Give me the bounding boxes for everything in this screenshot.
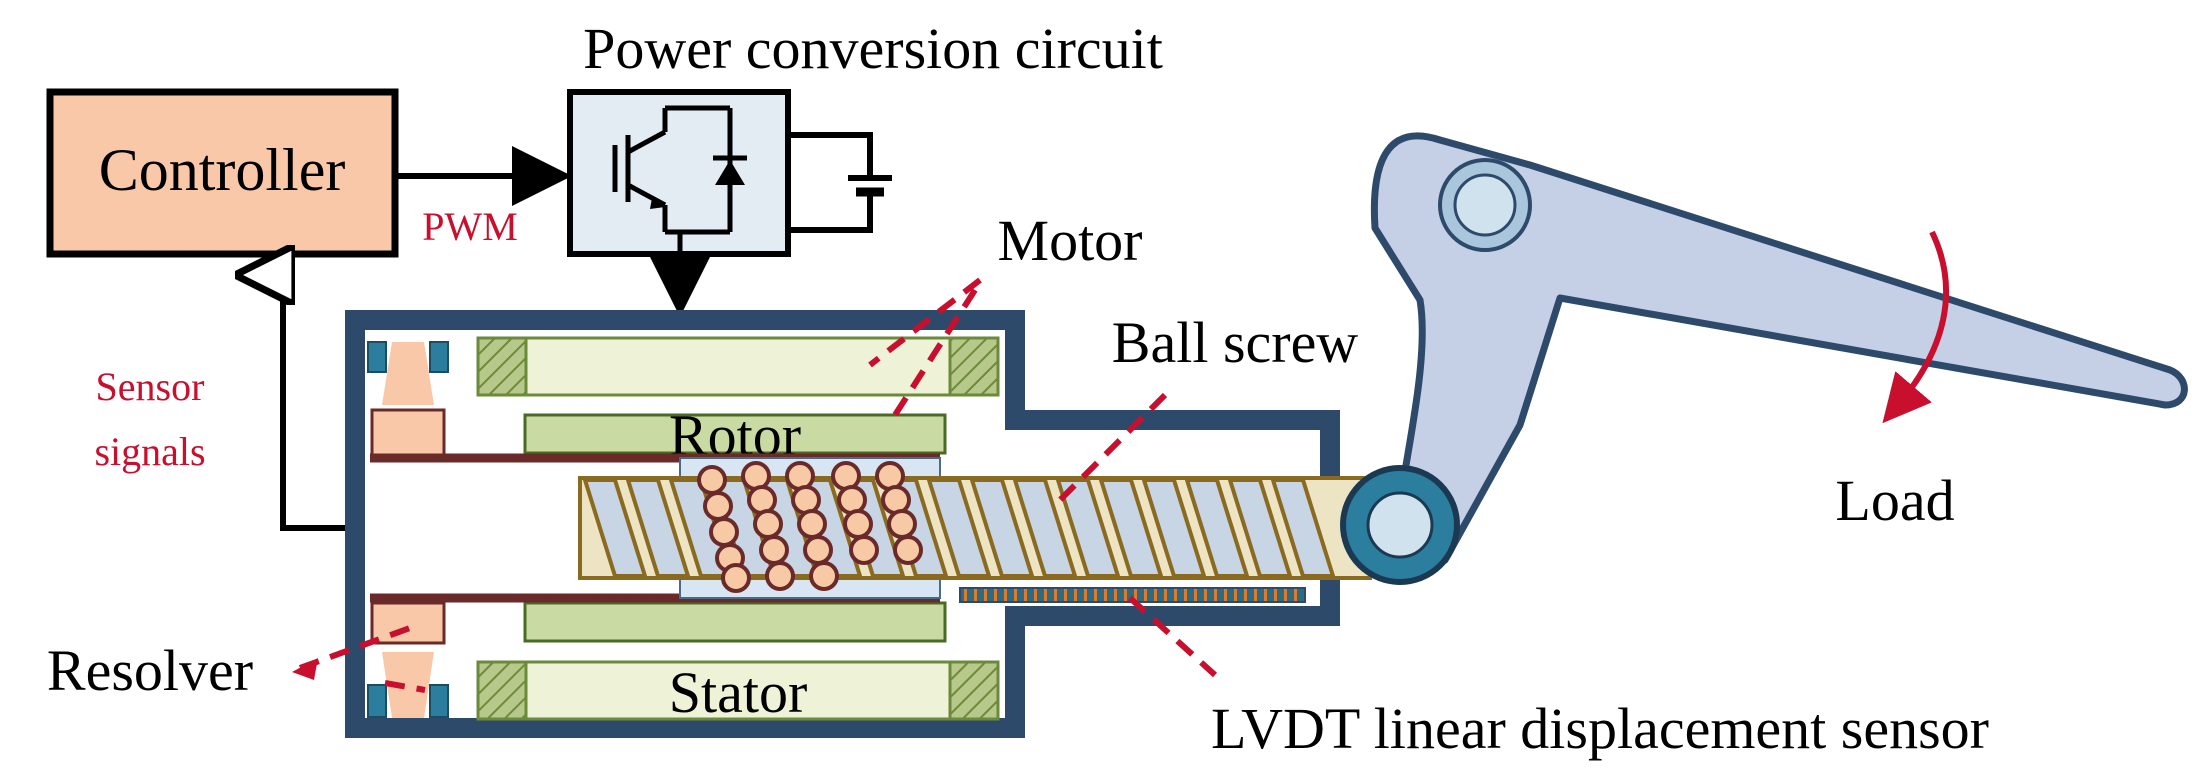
stator-upper — [476, 336, 1000, 397]
stator-lower-hatch-right — [948, 660, 1000, 721]
stator-upper-hatch-right — [948, 336, 1000, 397]
resolver-upper-block — [370, 408, 446, 457]
load-lever — [1370, 132, 2188, 564]
resolver-lower-block — [370, 601, 446, 645]
ball-screw-label: Ball screw — [1112, 310, 1359, 375]
igbt-emitter-arrow-icon — [650, 198, 665, 209]
rotation-arrow-icon — [1882, 230, 1950, 424]
resolver-arrow-icon — [292, 658, 318, 680]
resolver-coil-lr — [429, 684, 449, 718]
rotor-lower — [523, 601, 947, 643]
resolver-label: Resolver — [47, 638, 253, 703]
igbt-switch-icon — [612, 105, 733, 258]
load-label: Load — [1835, 468, 1954, 533]
ball-screw — [578, 476, 1372, 580]
sensor-signals-label-2: signals — [94, 429, 205, 474]
resolver-coil-ll — [367, 684, 387, 718]
dc-source-icon — [788, 132, 892, 233]
power-conversion-title: Power conversion circuit — [583, 16, 1163, 81]
ball-screw-leader — [1052, 392, 1168, 508]
resolver-leader-1 — [298, 625, 412, 671]
rotor-upper — [523, 413, 947, 455]
motor-leader-2 — [892, 288, 978, 417]
diode-icon — [713, 155, 747, 185]
resolver-coil-ul — [367, 341, 387, 373]
pwm-label: PWM — [422, 204, 518, 249]
resolver-upper-cone — [382, 342, 434, 405]
motor-label: Motor — [998, 208, 1143, 273]
resolver-coil-ur — [429, 341, 449, 373]
controller-block — [46, 88, 399, 258]
upper-pivot-inner — [1453, 173, 1517, 237]
sensor-signals-label-1: Sensor — [96, 364, 205, 409]
motor-leader-1 — [868, 277, 982, 368]
controller-label: Controller — [99, 137, 346, 203]
stator-lower-hatch-left — [476, 660, 528, 721]
lower-pivot-inner — [1366, 491, 1434, 559]
stator-lower — [476, 660, 1000, 721]
lvdt-leader — [1127, 595, 1218, 678]
sensor-feedback-line — [283, 275, 345, 531]
resolver-lower-cone — [382, 652, 434, 718]
resolver-leader-2 — [384, 680, 426, 693]
stator-upper-hatch-left — [476, 336, 528, 397]
lvdt-label: LVDT linear displacement sensor — [1211, 696, 1989, 761]
screw-balls — [697, 461, 923, 593]
stator-label: Stator — [669, 660, 808, 725]
power-converter-block — [567, 89, 791, 257]
